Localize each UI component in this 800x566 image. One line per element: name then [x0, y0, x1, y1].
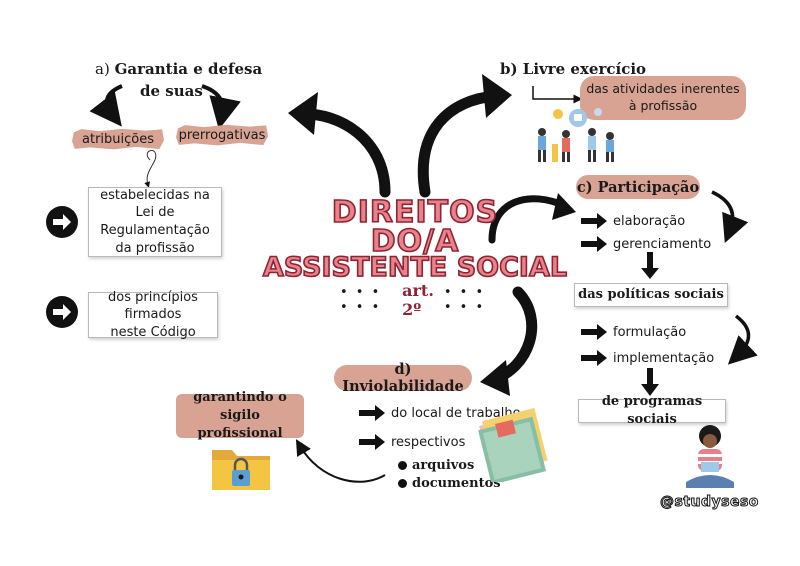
section-a-heading: a) Garantia e defesa [95, 60, 263, 78]
section-c-heading: c) Participação [576, 175, 700, 199]
arrow-right-icon [359, 434, 385, 450]
bullet-arquivos: arquivos [398, 458, 474, 473]
curved-arrow-icon [488, 195, 569, 244]
curved-arrow-icon [201, 84, 241, 130]
item-implementacao: implementação [580, 350, 714, 366]
arrow-right-icon [359, 405, 385, 421]
article-label: • • • • • • art. 2º • • • • • • [340, 281, 486, 319]
curved-arrow-icon [417, 90, 501, 198]
box-lei-regulamentacao: estabelecidas na Lei de Regulamentação d… [88, 187, 222, 257]
item-formulacao: formulação [580, 324, 686, 340]
curved-arrow-icon [89, 84, 123, 127]
title-line-1: DIREITOS [331, 195, 499, 230]
arrow-right-icon [46, 296, 78, 328]
tag-atribuicoes: atribuições [72, 128, 164, 150]
watermark: @studyseso [660, 494, 759, 511]
folder-lock-icon [212, 450, 270, 490]
curved-arrow-icon [711, 190, 749, 244]
pill-sigilo-profissional: garantindo o sigilo profissional [176, 390, 304, 441]
title-line-2: DO/A [370, 224, 460, 259]
item-local-trabalho: do local de trabalho [358, 405, 521, 421]
curved-arrow-icon [727, 314, 758, 365]
title-line-3: ASSISTENTE SOCIAL [262, 252, 568, 283]
item-gerenciamento: gerenciamento [580, 236, 711, 252]
bullet-documentos: documentos [398, 476, 501, 491]
section-a-heading-2: de suas [140, 82, 203, 100]
item-elaboracao: elaboração [580, 213, 685, 229]
box-politicas-sociais: das políticas sociais [574, 283, 728, 307]
box-principios: dos princípios firmados neste Código [88, 290, 218, 340]
section-d-heading: d) Inviolabilidade [334, 361, 472, 395]
people-icon [538, 108, 614, 162]
arrow-right-icon [581, 213, 607, 229]
arrow-right-icon [46, 206, 78, 238]
student-icon [686, 425, 734, 488]
tag-prerrogativas: prerrogativas [176, 124, 268, 146]
section-b-heading: b) Livre exercício [500, 60, 647, 78]
arrow-right-icon [581, 350, 607, 366]
arrow-right-icon [581, 324, 607, 340]
box-programas-sociais: de programas sociais [578, 394, 726, 427]
item-respectivos: respectivos [358, 434, 465, 450]
arrow-right-icon [581, 236, 607, 252]
pill-atividades: das atividades inerentes à profissão [580, 76, 746, 120]
documents-icon [478, 408, 548, 482]
